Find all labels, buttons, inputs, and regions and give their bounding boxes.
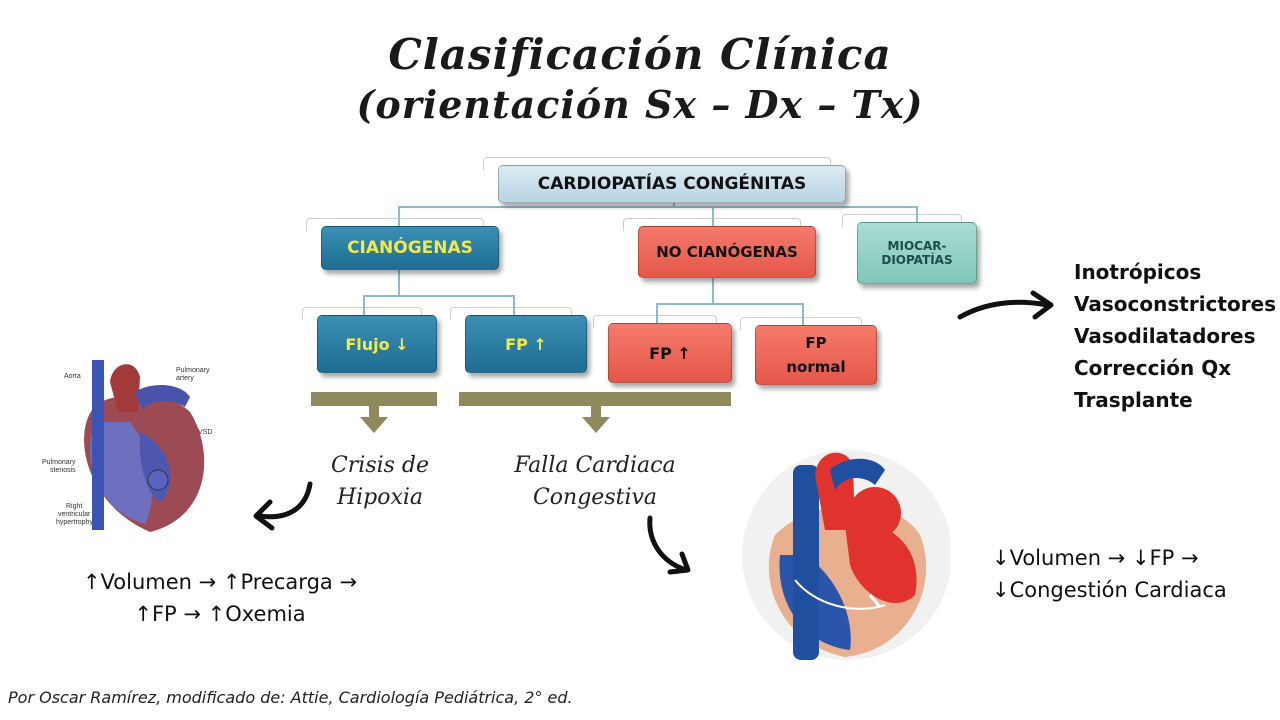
arrow-down-crisis bbox=[360, 417, 388, 433]
heart-illustration-right bbox=[742, 450, 950, 660]
treatment-item: Vasodilatadores bbox=[1074, 324, 1256, 348]
fp-up-red-box: FP ↑ bbox=[593, 315, 732, 383]
connector bbox=[398, 206, 918, 208]
label-aorta: Aorta bbox=[64, 373, 81, 380]
bracket-stem bbox=[591, 405, 601, 417]
connector bbox=[712, 206, 714, 226]
connector bbox=[656, 303, 658, 323]
curved-arrow-to-right-heart bbox=[647, 515, 691, 575]
connector bbox=[673, 201, 675, 207]
curved-arrow-to-left-heart bbox=[253, 481, 313, 531]
bracket-cyanotic bbox=[311, 392, 437, 406]
connector bbox=[802, 303, 804, 325]
treatment-item: Inotrópicos bbox=[1074, 260, 1202, 284]
no-cianogenas-label: NO CIANÓGENAS bbox=[656, 243, 798, 261]
fp-normal-box: FP normal bbox=[740, 317, 877, 385]
treatment-item: Vasoconstrictores bbox=[1074, 292, 1277, 316]
no-cianogenas-box: NO CIANÓGENAS bbox=[623, 218, 816, 278]
right-equation-line-1: ↓Volumen → ↓FP → bbox=[992, 546, 1199, 570]
connector bbox=[712, 276, 714, 304]
treatment-item: Corrección Qx bbox=[1074, 356, 1232, 380]
crisis-line-1: Crisis de bbox=[330, 453, 430, 478]
label-pulm-artery-1: Pulmonary bbox=[176, 367, 210, 374]
connector bbox=[656, 303, 804, 305]
crisis-line-2: Hipoxia bbox=[336, 485, 424, 510]
flujo-down-box: Flujo ↓ bbox=[302, 307, 437, 373]
title-line-2: (orientación Sx – Dx – Tx) bbox=[356, 82, 924, 127]
connector bbox=[513, 295, 515, 315]
falla-cardiaca-label: Falla Cardiaca Congestiva bbox=[490, 450, 700, 514]
root-label: CARDIOPATÍAS CONGÉNITAS bbox=[537, 174, 807, 194]
fp-normal-label-2: normal bbox=[786, 358, 846, 376]
label-rvh-2: ventricular bbox=[58, 511, 91, 518]
label-pulm-stenosis-2: stenosis bbox=[50, 467, 76, 474]
miocardiopatias-box: MIOCAR- DIOPATÍAS bbox=[842, 214, 977, 284]
connector bbox=[398, 268, 400, 296]
label-rvh-3: hypertrophy bbox=[56, 519, 93, 526]
label-rvh-1: Right bbox=[66, 503, 82, 510]
label-pulm-stenosis-1: Pulmonary bbox=[42, 459, 76, 466]
cianogenas-box: CIANÓGENAS bbox=[306, 218, 499, 270]
miocardiopatias-label-1: MIOCAR- bbox=[887, 239, 947, 253]
falla-line-2: Congestiva bbox=[532, 485, 658, 510]
left-equation-line-1: ↑Volumen → ↑Precarga → bbox=[82, 570, 358, 594]
connector bbox=[363, 295, 365, 315]
bracket-heart-failure bbox=[459, 392, 731, 406]
crisis-hipoxia-label: Crisis de Hipoxia bbox=[310, 450, 450, 514]
bracket-stem bbox=[369, 405, 379, 417]
root-box: CARDIOPATÍAS CONGÉNITAS bbox=[483, 157, 846, 203]
cianogenas-label: CIANÓGENAS bbox=[347, 238, 473, 258]
fp-up-blue-box: FP ↑ bbox=[450, 307, 587, 373]
falla-line-1: Falla Cardiaca bbox=[514, 453, 676, 478]
label-vsd: VSD bbox=[198, 429, 212, 436]
title-line-1: Clasificación Clínica bbox=[388, 30, 892, 79]
treatment-item: Trasplante bbox=[1074, 388, 1193, 412]
connector bbox=[363, 295, 515, 297]
fp-up-red-label: FP ↑ bbox=[649, 343, 691, 363]
left-equation: ↑Volumen → ↑Precarga → ↑FP → ↑Oxemia bbox=[40, 566, 400, 630]
connector bbox=[398, 206, 400, 226]
treatment-list: Inotrópicos Vasoconstrictores Vasodilata… bbox=[1074, 256, 1280, 416]
right-equation-line-2: ↓Congestión Cardiaca bbox=[992, 578, 1227, 602]
connector bbox=[916, 206, 918, 222]
flujo-down-label: Flujo ↓ bbox=[345, 334, 409, 354]
arrow-down-falla bbox=[582, 417, 610, 433]
fp-normal-label-1: FP bbox=[805, 334, 827, 352]
label-pulm-artery-2: artery bbox=[176, 375, 194, 382]
left-equation-line-2: ↑FP → ↑Oxemia bbox=[134, 602, 306, 626]
credit-text: Por Oscar Ramírez, modificado de: Attie,… bbox=[8, 688, 573, 707]
right-equation: ↓Volumen → ↓FP → ↓Congestión Cardiaca bbox=[992, 542, 1262, 606]
heart-illustration-left: Aorta Pulmonary artery VSD Pulmonary ste… bbox=[42, 360, 212, 532]
miocardiopatias-label-2: DIOPATÍAS bbox=[881, 253, 953, 267]
fp-up-blue-label: FP ↑ bbox=[505, 334, 547, 354]
curved-arrow-to-treatment bbox=[957, 290, 1054, 320]
